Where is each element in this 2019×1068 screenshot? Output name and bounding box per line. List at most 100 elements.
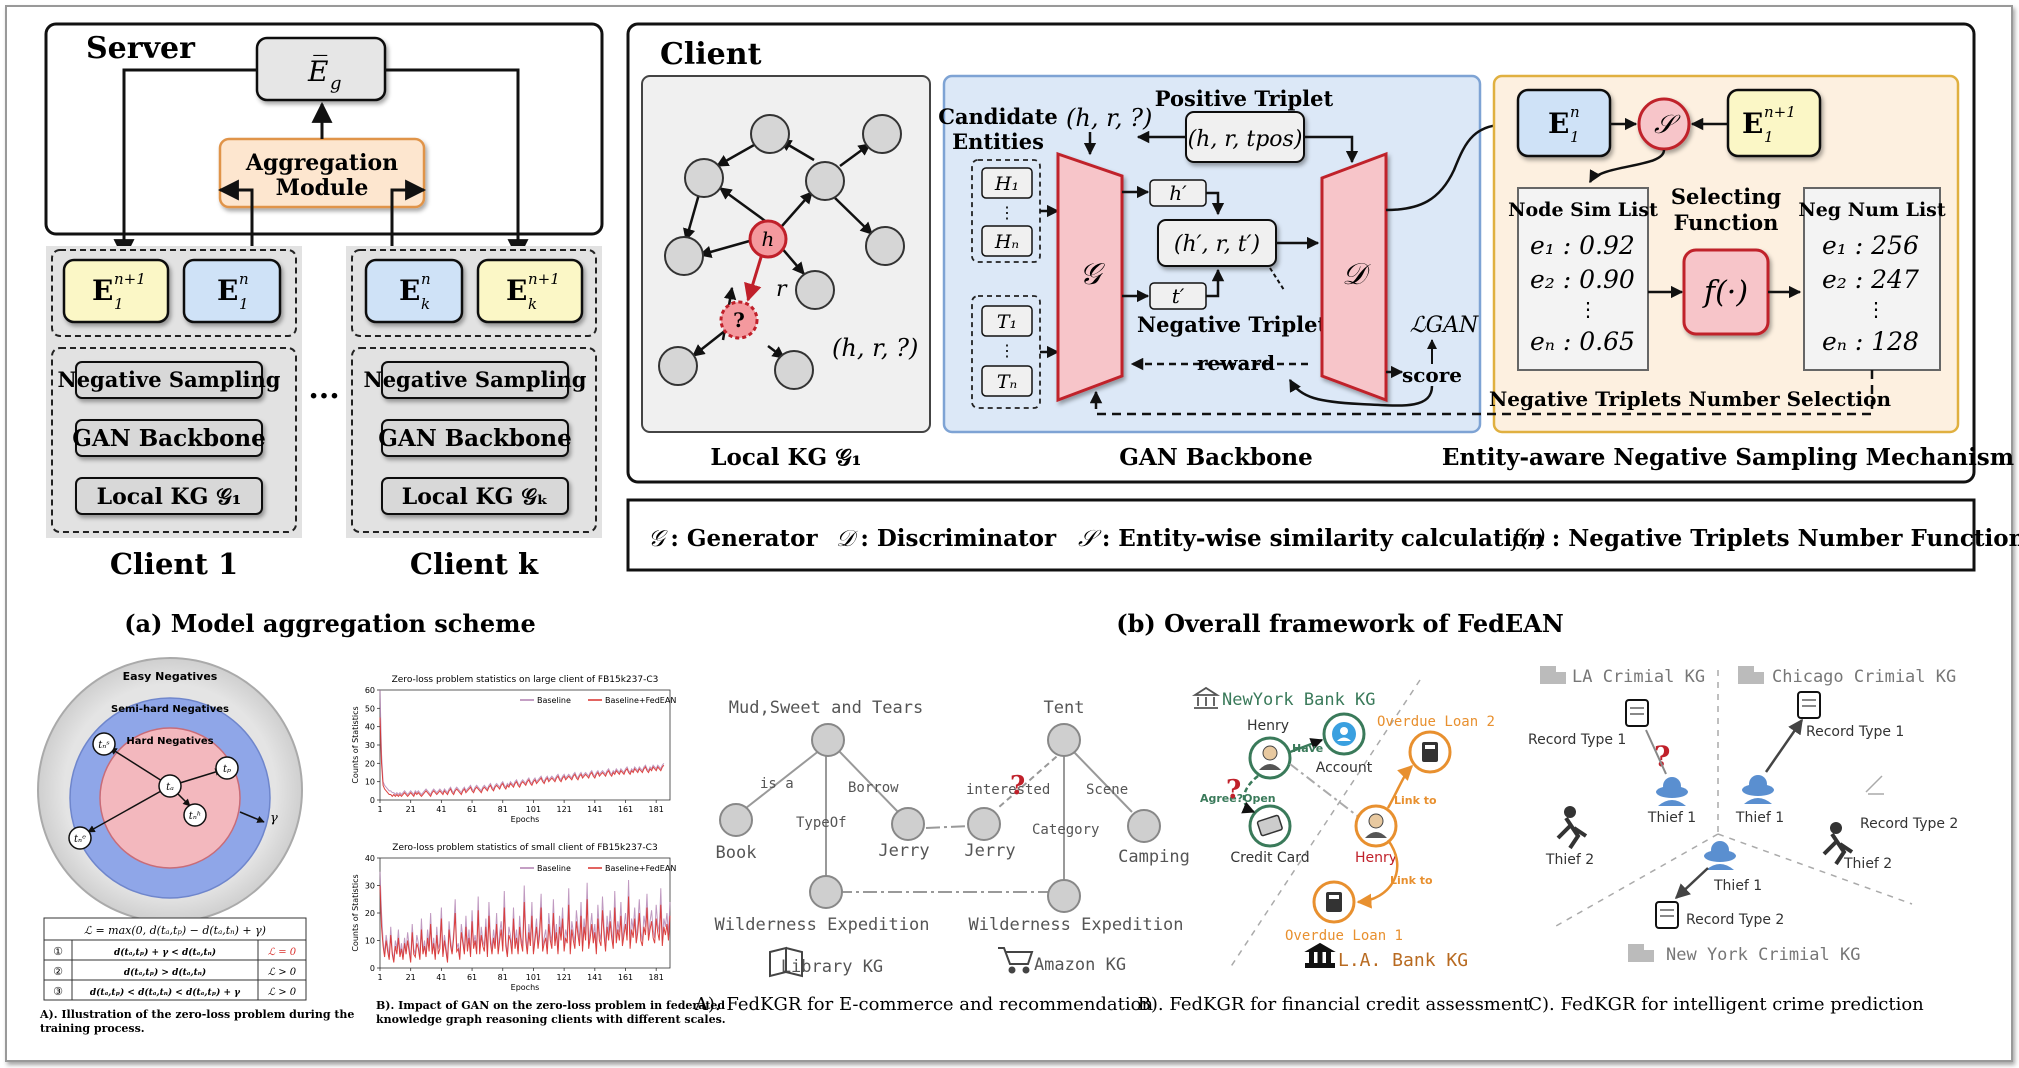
arrow-clientk-to-agg [390,179,427,258]
client1-next-embedding [62,258,170,324]
book-icon [769,946,803,978]
label-interested: interested [966,782,1050,798]
positive-triplet: (h, r, tpos) [1188,127,1303,152]
edge-have-label: Have [1292,742,1323,755]
server-label: Server [86,31,196,66]
y-tick-label: 40 [365,723,375,732]
label-is-a: is a [760,776,794,792]
mechanism-cur-sup: n [1570,103,1580,121]
edge-link-to-1-label: Link to [1390,874,1433,887]
selection-feedback-arrow [1089,370,1874,416]
y-tick-label: 40 [365,854,375,863]
negative-triplets-title: Negative Triplets [1137,312,1339,337]
node-sim-vdots: ⋮ [1578,297,1598,321]
global-embedding-sub: g [330,73,342,94]
score-feedback-arrow [1288,378,1434,407]
legend-similarity: 𝒮: Entity-wise similarity calculation [1078,525,1545,552]
client1-cur-sup: n [239,270,249,288]
x-tick-label: 61 [467,805,477,814]
row3-result: ℒ > 0 [268,987,297,998]
label-camping: Camping [1118,847,1190,867]
local-kg-nodes [658,114,905,390]
row3-cond: d(tₐ,tₚ) < d(tₐ,tₙ) < d(tₐ,tₚ) + γ [90,987,241,998]
chart-plot-area [379,689,671,801]
thief1-ny-icon [1704,841,1736,870]
legend-similarity-text: : Entity-wise similarity calculation [1102,525,1545,552]
local-kg-query-mark: ? [733,308,745,332]
candidate-h-vdots: ⋮ [999,203,1015,222]
positive-node [215,756,239,780]
x-tick-label: 141 [587,805,602,814]
henry-identity-link [1289,763,1361,819]
clientk-module-group [351,347,597,533]
chart-title: Zero-loss problem statistics of small cl… [392,843,657,853]
edge-link-to-2 [1386,764,1414,809]
y-tick-label: 10 [365,778,375,787]
figure-b-caption-line2: knowledge graph reasoning clients with d… [376,1013,726,1026]
legend-function-text: : Negative Triplets Number Function [1552,525,2019,552]
node-sim-e2: e₂ : 0.90 [1530,265,1635,294]
label-borrow: Borrow [848,780,899,796]
label-tent: Tent [1044,698,1085,718]
thief1-chi-icon [1742,775,1774,804]
figure-b-caption-line1: B). Impact of GAN on the zero-loss probl… [376,999,725,1012]
zero-loss-charts: Zero-loss problem statistics on large cl… [351,675,676,992]
label-wild-2: Wilderness Expedition [969,915,1184,935]
candidate-t-vdots: ⋮ [999,341,1015,360]
record1-chi-label: Record Type 1 [1806,724,1904,740]
mechanism-next-sub: 1 [1764,128,1774,146]
row2-cond: d(tₐ,tₚ) > d(tₐ,tₙ) [124,967,206,978]
clientk-negative-sampling-label: Negative Sampling [364,367,587,392]
label-scene: Scene [1086,782,1128,798]
candidate-h1 [981,167,1033,199]
x-tick-label: 21 [406,973,416,982]
thief1-ny-label: Thief 1 [1713,878,1762,894]
row1-num: ① [53,945,63,958]
series-line-fedean [379,885,671,963]
clients-ellipsis: ... [308,371,339,406]
local-kg-query: (h, r, ?) [832,334,918,362]
legend-box [626,498,1976,572]
arrow-disc-to-embedding [1385,115,1514,212]
calculator-icon-2 [1326,892,1342,912]
neg-num-en: eₙ : 128 [1822,327,1919,356]
thief2-la-label: Thief 2 [1545,852,1594,868]
mechanism-next-E: E [1742,107,1763,140]
client1-embedding-group [51,249,297,337]
neg-num-e2: e₂ : 247 [1822,265,1919,294]
arrow-pos-to-disc [1304,135,1359,164]
chicago-crime-kg: Chicago Crimial KG [1772,667,1956,687]
local-kg-caption: Local KG 𝒢₁ [710,444,861,471]
gamma-label: γ [270,811,278,826]
candidate-h1-label: H₁ [994,173,1019,195]
building-icon-chicago [1738,666,1764,684]
mechanism-cur-E: E [1548,107,1569,140]
edge-agree-open [1241,775,1259,814]
hard-node [183,803,207,827]
candidate-tn [981,365,1033,397]
clientk-next-sub: k [528,295,537,313]
figure-a-caption: A). Illustration of the zero-loss proble… [39,1008,354,1035]
node-sim-title: Node Sim List [1508,199,1658,221]
legend-function: f(·): Negative Triplets Number Function [1510,525,2019,552]
finance-scenario: NewYork Bank KG L.A. Bank KG Henry Accou… [1138,679,1531,1015]
thief2-chi-icon [1822,822,1854,866]
neg-num-title: Neg Num List [1798,199,1946,221]
client1-local-kg [75,477,263,515]
selection-label: Negative Triplets Number Selection [1489,387,1891,411]
label-category: Category [1032,822,1099,838]
legend-label: Baseline [537,696,571,705]
y-tick-label: 60 [365,686,375,695]
panel-b-caption: (b) Overall framework of FedEAN [1116,609,1564,638]
legend-discriminator-text: : Discriminator [860,525,1057,552]
arrow-tprime-to-neg [1206,268,1225,298]
y-tick-label: 0 [370,964,375,973]
hard-node-label: tₙʰ [189,811,201,822]
credit-card-icon [1256,814,1283,837]
client1-next-E: E [92,274,113,307]
cart-icon [998,947,1034,974]
row2-num: ② [53,965,63,978]
panel-b: Client [626,22,2019,638]
